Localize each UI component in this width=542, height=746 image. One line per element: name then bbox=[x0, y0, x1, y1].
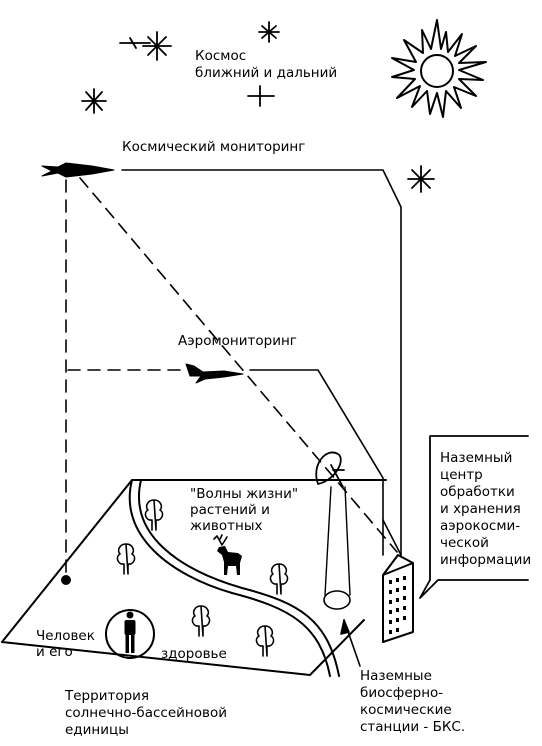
human-label-right: здоровье bbox=[161, 646, 227, 662]
stations-pointer-arrow bbox=[340, 619, 361, 667]
dish-antenna-icon bbox=[315, 451, 351, 610]
sun-icon bbox=[391, 19, 487, 118]
cosmos-label: Космос ближний и дальний bbox=[195, 48, 338, 81]
human-label-left: Человек и его bbox=[36, 628, 95, 660]
observation-point bbox=[61, 575, 71, 585]
space-monitoring-label: Космический мониторинг bbox=[122, 139, 306, 155]
tree-icon bbox=[116, 499, 289, 657]
aero-monitoring-label: Аэромониторинг bbox=[178, 333, 297, 349]
observation-lines bbox=[65, 177, 398, 581]
stations-label: Наземные биосферно- космические станции … bbox=[360, 668, 466, 735]
deer-icon bbox=[213, 534, 242, 575]
human-circle bbox=[105, 609, 155, 659]
human-icon bbox=[124, 611, 136, 653]
territory-label: Территория солнечно-бассейновой единицы bbox=[65, 688, 227, 738]
communication-lines bbox=[121, 169, 402, 556]
territory-terrain bbox=[1, 479, 387, 677]
ground-center-callout bbox=[419, 435, 529, 599]
ground-center-label: Наземный центр обработки и хранения аэро… bbox=[440, 450, 532, 568]
satellite-icon bbox=[41, 162, 115, 178]
airplane-icon bbox=[185, 363, 244, 384]
life-waves-label: "Волны жизни" растений и животных bbox=[190, 486, 299, 534]
star-icon bbox=[81, 21, 435, 193]
building-icon bbox=[382, 554, 414, 643]
